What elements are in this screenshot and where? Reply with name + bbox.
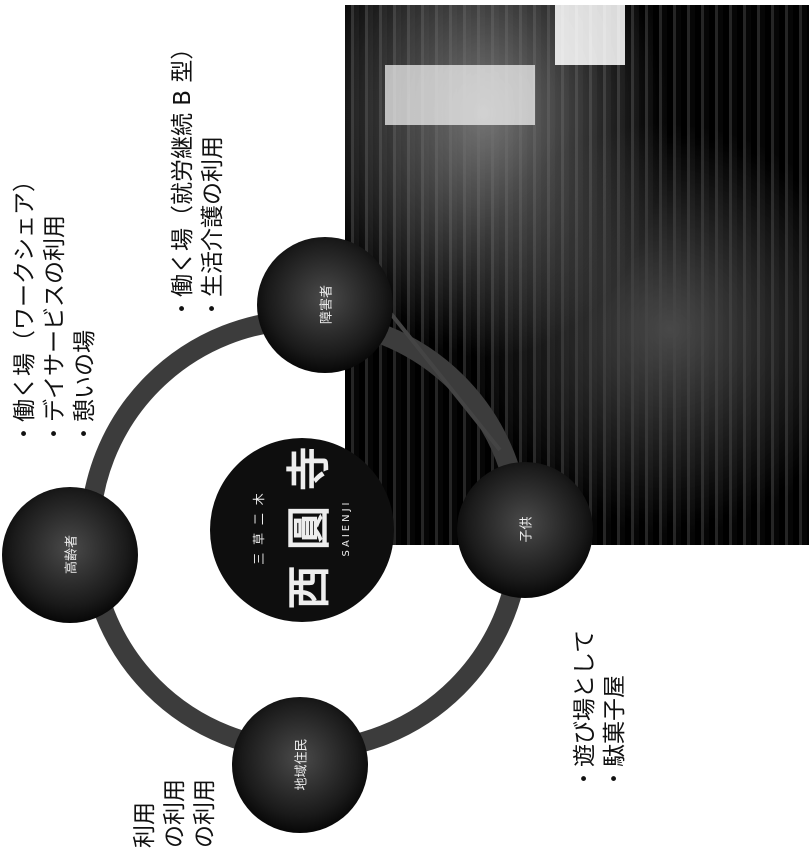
center-roman: SAIENJI	[341, 499, 352, 557]
note-residents-2: の利用	[162, 779, 188, 848]
center-main: 西 圓 寺	[284, 446, 335, 610]
node-disabled	[257, 237, 393, 373]
node-label-residents: 地域住民	[294, 738, 310, 791]
node-label-children: 子供	[519, 516, 535, 543]
center-top-small: 三 草 二 木	[252, 491, 266, 565]
center-logo: 三 草 二 木 西 圓 寺 SAIENJI	[212, 438, 392, 618]
note-children-1: ・遊び場として	[572, 629, 598, 790]
node-elderly	[2, 487, 138, 623]
note-disabled-1: ・働く場（就労継続 B 型）	[170, 36, 196, 320]
note-disabled-2: ・生活介護の利用	[200, 136, 226, 320]
node-residents	[232, 697, 368, 833]
node-label-elderly: 高齢者	[64, 535, 80, 575]
notes-children: ・遊び場として ・駄菓子屋	[570, 630, 630, 790]
notes-disabled: ・働く場（就労継続 B 型） ・生活介護の利用	[168, 37, 228, 320]
note-residents-3: の利用	[192, 779, 218, 848]
notes-elderly: ・働く場（ワークシェア） ・デイサービスの利用 ・憩いの場	[10, 169, 100, 445]
notes-residents: 利用 の利用 の利用	[130, 779, 220, 848]
node-label-disabled: 障害者	[319, 285, 335, 325]
note-elderly-2: ・デイサービスの利用	[42, 215, 68, 445]
note-residents-1: 利用	[132, 802, 158, 848]
note-elderly-1: ・働く場（ワークシェア）	[12, 169, 38, 445]
facility-photo	[345, 5, 809, 545]
center-circle	[210, 438, 394, 622]
note-elderly-3: ・憩いの場	[72, 330, 98, 445]
node-children	[457, 462, 593, 598]
connector-line	[378, 298, 502, 452]
note-children-2: ・駄菓子屋	[602, 675, 628, 790]
